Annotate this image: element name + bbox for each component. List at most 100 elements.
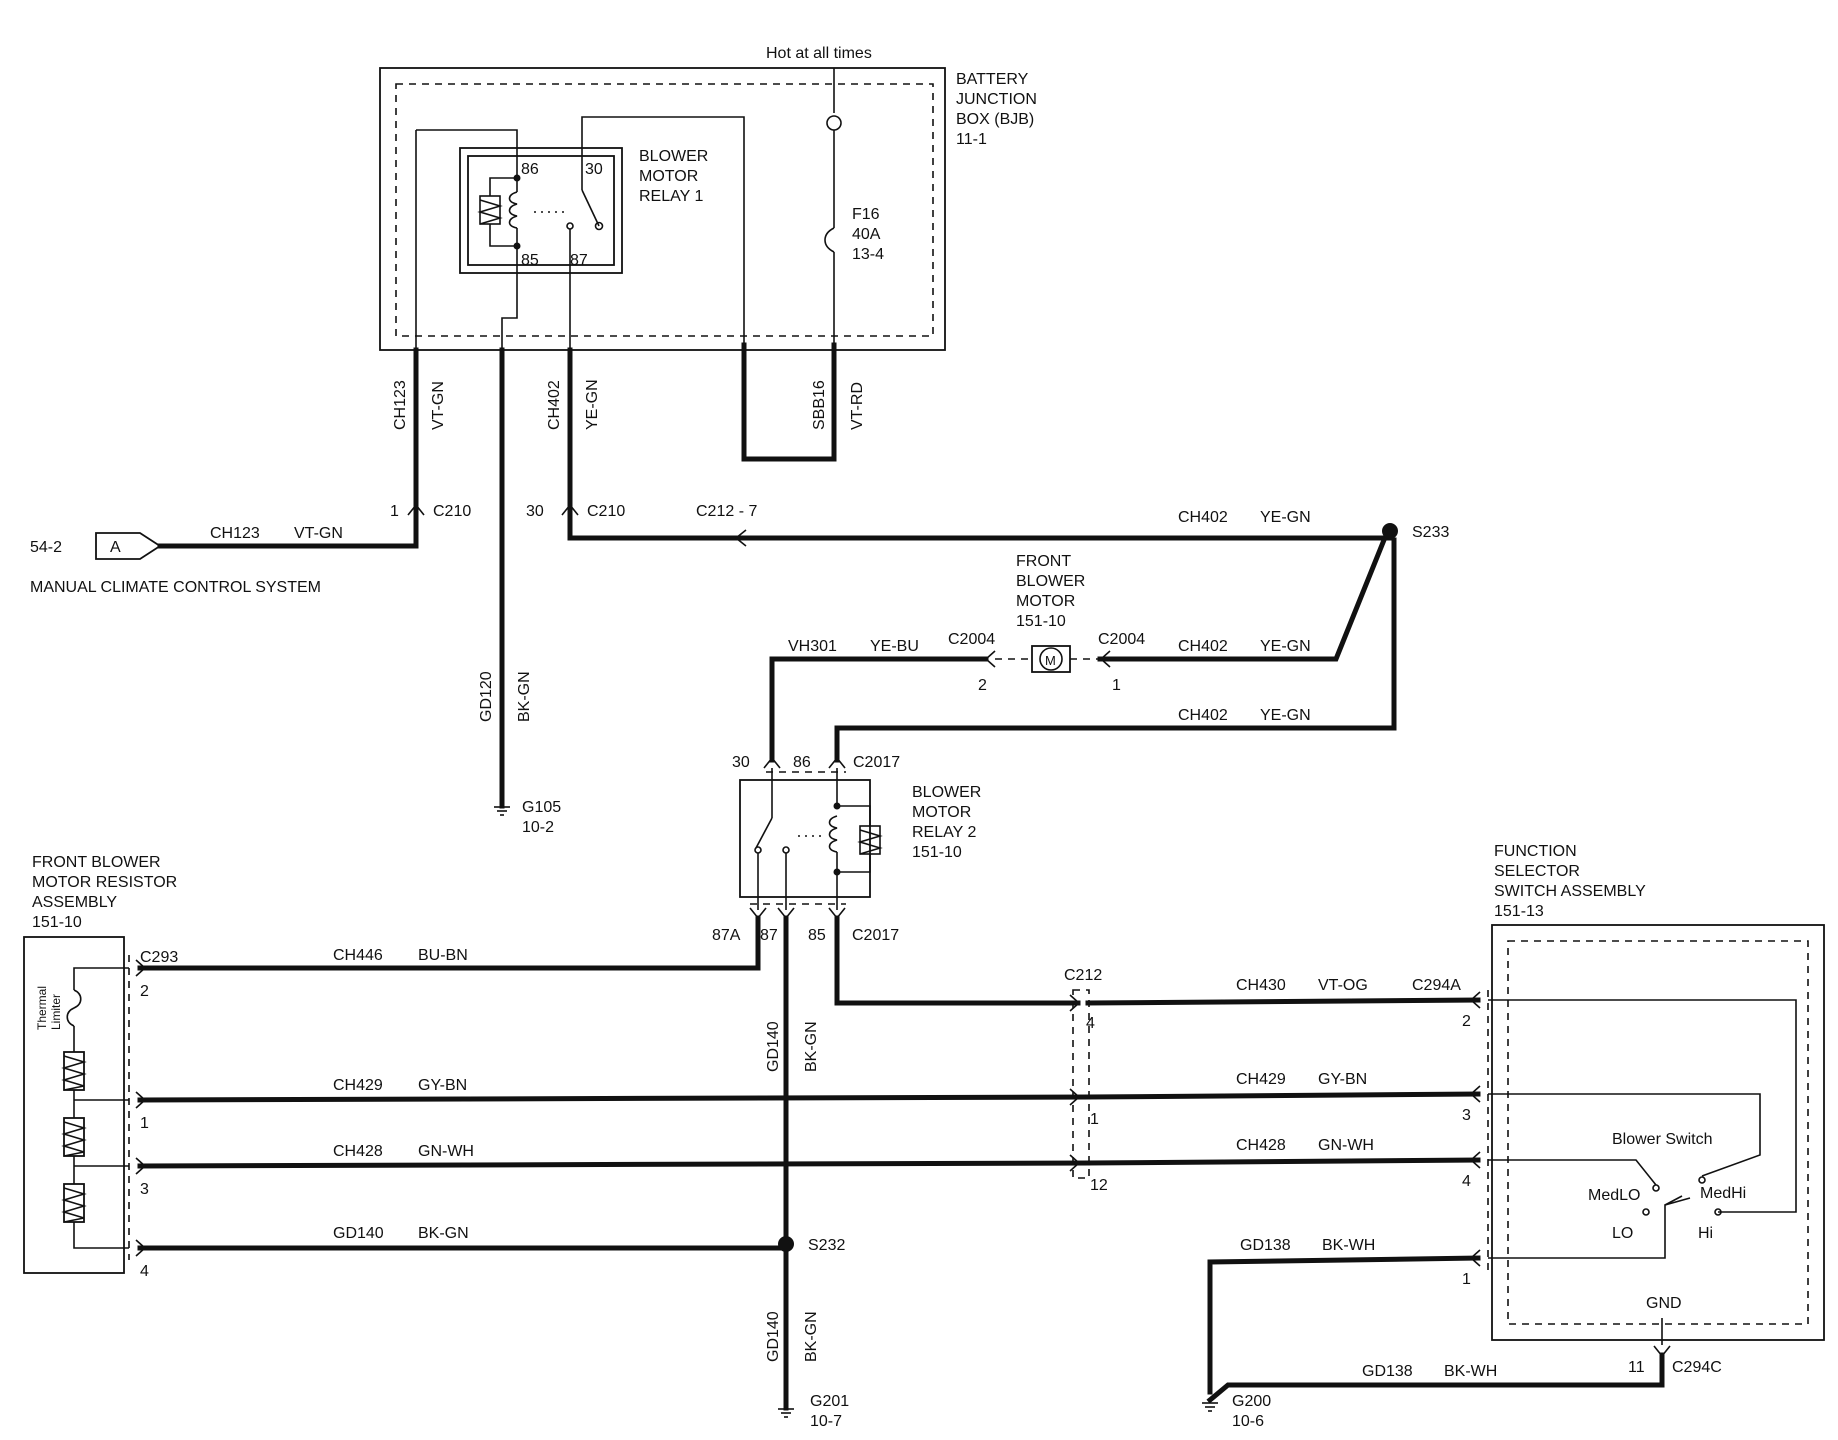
wire-sbb16-loop [741,342,837,462]
ch402-distribution: C212 - 7 CH402 YE-GN S233 CH402 YE-GN CH… [567,503,1449,763]
wire-ch429-full [137,1094,1091,1103]
resistor-internal-top [73,967,129,990]
wire-ch402-relay2-color: YE-GN [1260,707,1311,724]
c212-pin4-connector-icon [1069,994,1081,1012]
function-selector-outer-box [1491,924,1825,1341]
c294a-pin1: 1 [1462,1271,1471,1288]
wire-gd140-upper-color: BK-GN [803,1021,820,1072]
c294c-pin11: 11 [1628,1359,1645,1376]
wire-ch429-left-color: GY-BN [418,1077,467,1094]
relay1-pin85: 85 [521,252,539,269]
c2004-right-label: C2004 [1098,631,1145,648]
wire-ch428-right-circuit: CH428 [1236,1137,1286,1154]
wire-ch402-relay2-circuit: CH402 [1178,707,1228,724]
switch-contact-lo [1642,1208,1650,1216]
switch-contact-hi [1714,1208,1722,1216]
wire-gd140-lower-color: BK-GN [803,1311,820,1362]
wire-ch429-right-color: GY-BN [1318,1071,1367,1088]
relay2-resistor-zigzag [857,829,883,855]
front-blower-motor-title-ref: 151-10 [1016,613,1066,630]
right-side-wires: CH430 VT-OG CH429 GY-BN CH428 GN-WH GD13… [1085,977,1665,1404]
c2004-right-pin: 1 [1112,677,1121,694]
relay2-title-line3: RELAY 2 [912,824,976,841]
wire-sbb16-circuit: SBB16 [811,380,828,430]
splice-s232 [778,1236,794,1252]
wire-ch123-color: VT-GN [430,381,447,430]
c212-pin12-connector-icon [1069,1154,1081,1172]
front-blower-motor-title-line2: BLOWER [1016,573,1085,590]
c294a-pin3: 3 [1462,1107,1471,1124]
resistor-assembly-title-line2: MOTOR RESISTOR [32,874,177,891]
motor-symbol-m: M [1045,653,1056,668]
ground-g200: G200 10-6 [1202,1393,1271,1430]
c293-pin1: 1 [140,1115,149,1132]
wire-gd120-color: BK-GN [516,671,533,722]
c294a-pin4-connector-icon [1469,1151,1481,1169]
wire-ch123-circuit: CH123 [392,380,409,430]
c293-pin4: 4 [140,1263,149,1280]
relay1-title-line3: RELAY 1 [639,188,703,205]
resistor-assembly-title-line1: FRONT BLOWER [32,854,161,871]
bjb-title-line1: BATTERY [956,71,1029,88]
bjb-ch123-to-relay [416,129,518,178]
wire-ch429-right [1085,1091,1481,1100]
c2017-pin85-label: 85 [808,927,826,944]
ground-g200-id: G200 [1232,1393,1271,1410]
wire-ch446-color: BU-BN [418,947,468,964]
resistor-assembly-title-line3: ASSEMBLY [32,894,117,911]
fuse-f16-icon [824,227,835,253]
function-selector-inner-dashed-box [1507,940,1809,1325]
manual-climate-ref: 54-2 [30,539,62,556]
c2017-bottom-label: C2017 [852,927,899,944]
wire-gd138-lower-circuit: GD138 [1362,1363,1413,1380]
relay2-switch-blade [755,817,773,849]
wire-ch429-right-circuit: CH429 [1236,1071,1286,1088]
relay2-resistor-lead-bottom [837,854,871,873]
c212-pin7-connector-icon [734,529,747,547]
relay1-coil-icon [508,191,518,229]
fuse-rating-label: 40A [852,226,881,243]
wire-gd138-lower-color: BK-WH [1444,1363,1497,1380]
c293-pin1-connector-icon [135,1091,147,1109]
manual-climate-connector-a [95,532,162,560]
relay1-outer-box [459,147,623,274]
relay2-resistor-lead-top [837,805,871,826]
c2017-pin30-connector-icon [763,756,781,769]
relay1-diode-lead-top [489,177,517,196]
relay2-coil-icon [828,815,838,853]
relay1-switch-blade [581,189,600,227]
wire-gd120-circuit: GD120 [478,671,495,722]
c210-pin1-connector-icon [407,503,425,516]
bjb-outer-box [379,67,946,351]
wire-ch428-right-color: GN-WH [1318,1137,1374,1154]
c293-pin3-connector-icon [135,1157,147,1175]
wire-ch428-right [1085,1157,1481,1166]
splice-s232-label: S232 [808,1237,845,1254]
wire-gd138-lower [1206,1352,1665,1404]
selector-internal-medhi [1488,1093,1761,1177]
c212-7-label: C212 - 7 [696,503,757,520]
relay1-no-contact [594,221,604,231]
c294a-pin2-connector-icon [1469,991,1481,1009]
front-blower-motor-resistor-assembly: FRONT BLOWER MOTOR RESISTOR ASSEMBLY 151… [23,854,178,1280]
switch-contact-medhi [1698,1176,1706,1184]
c294a-pin2: 2 [1462,1013,1471,1030]
relay1-title-line2: MOTOR [639,168,698,185]
c210-pin1-label: 1 [390,503,399,520]
wire-ch402-to-motor [1097,536,1388,662]
bjb-relay-feed-wire [581,116,745,345]
wire-ch402-to-relay2 [834,537,1397,763]
c212-pin12: 12 [1090,1177,1108,1194]
wire-ch428-left-circuit: CH428 [333,1143,383,1160]
selector-gnd-label: GND [1646,1295,1682,1312]
relay2-87-contact [782,846,790,854]
c210-connector-group: 1 C210 30 C210 CH123 VT-GN A 54-2 MANUAL… [30,503,625,596]
relay2-title-ref: 151-10 [912,844,962,861]
ground-g105-id: G105 [522,799,561,816]
ground-g201-ref: 10-7 [810,1413,842,1430]
wire-gd140-lower-circuit: GD140 [765,1311,782,1362]
wire-vh301 [769,656,989,763]
c293-pin2-connector-icon [135,959,147,977]
resistor-3-zigzag [61,1187,87,1223]
manual-climate-connector-letter: A [110,539,121,556]
